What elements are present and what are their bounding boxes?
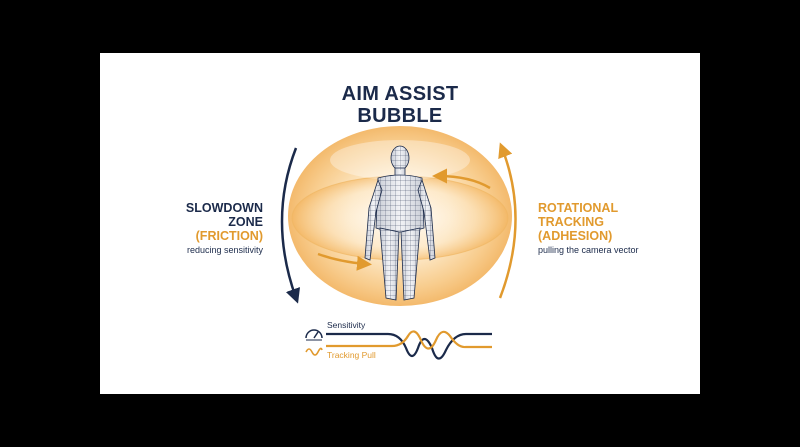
slowdown-line-2: ZONE (228, 215, 263, 229)
rotational-line-3: (ADHESION) (538, 229, 613, 243)
title-line-1: AIM ASSIST (341, 83, 459, 105)
diagram-title: AIM ASSIST BUBBLE (250, 83, 550, 127)
rotational-subtext: pulling the camera vector (538, 245, 639, 255)
slowdown-line-3: (FRICTION) (195, 229, 263, 243)
legend-sensitivity: Sensitivity (327, 320, 366, 330)
legend-tracking: Tracking Pull (327, 350, 376, 360)
adhesion-arrow (432, 168, 491, 190)
sensitivity-curve (326, 332, 492, 360)
title-line-2: BUBBLE (357, 105, 443, 127)
rotational-line-1: ROTATIONAL (538, 201, 619, 215)
slowdown-zone-label: SLOWDOWN ZONE (FRICTION) reducing sensit… (113, 201, 263, 255)
gauge-icon (305, 329, 323, 341)
pull-wave-icon (305, 347, 323, 356)
rotational-tracking-label: ROTATIONAL TRACKING (ADHESION) pulling t… (538, 201, 688, 255)
rotational-line-2: TRACKING (538, 215, 604, 229)
slowdown-arrow (280, 147, 301, 304)
friction-arrow (317, 252, 372, 271)
human-mesh-figure (364, 145, 436, 301)
slowdown-line-1: SLOWDOWN (185, 201, 263, 215)
tracking-arrow (498, 142, 517, 299)
slowdown-subtext: reducing sensitivity (186, 245, 263, 255)
tracking-curve (326, 330, 492, 350)
